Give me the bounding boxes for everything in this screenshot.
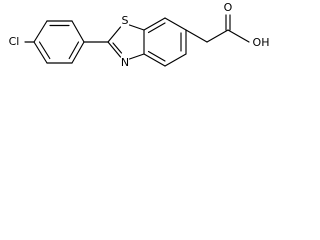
molecule-diagram: Cl S N O [9,1,270,69]
bond [164,17,187,31]
c-oh-bond [227,29,250,43]
sulfur-label: S [122,14,129,27]
chlorine-label: Cl [9,35,20,48]
bond [143,17,166,31]
bond [164,53,187,67]
double-bond [68,41,80,60]
chlorophenyl-ring [33,20,85,64]
structure-canvas: Cl S N O [0,0,302,83]
double-bond [147,22,166,34]
bond [128,24,145,31]
bond [107,26,122,43]
double-bond [38,41,51,60]
bond [71,41,85,64]
bond [71,20,85,43]
double-bond [147,50,166,62]
bond [143,53,166,67]
ch2-carbonyl-bond [206,29,229,43]
ch2-bond [185,29,208,43]
double-bond [112,42,123,54]
bond [128,53,145,60]
nitrogen-label: N [121,56,129,69]
hydroxyl-label: OH [253,36,270,49]
benzo-ring [143,17,187,67]
bond [33,20,48,43]
bond [107,41,122,58]
bond [33,41,48,64]
thiazole-ring [107,24,145,60]
carbonyl-oxygen-label: O [224,1,233,14]
